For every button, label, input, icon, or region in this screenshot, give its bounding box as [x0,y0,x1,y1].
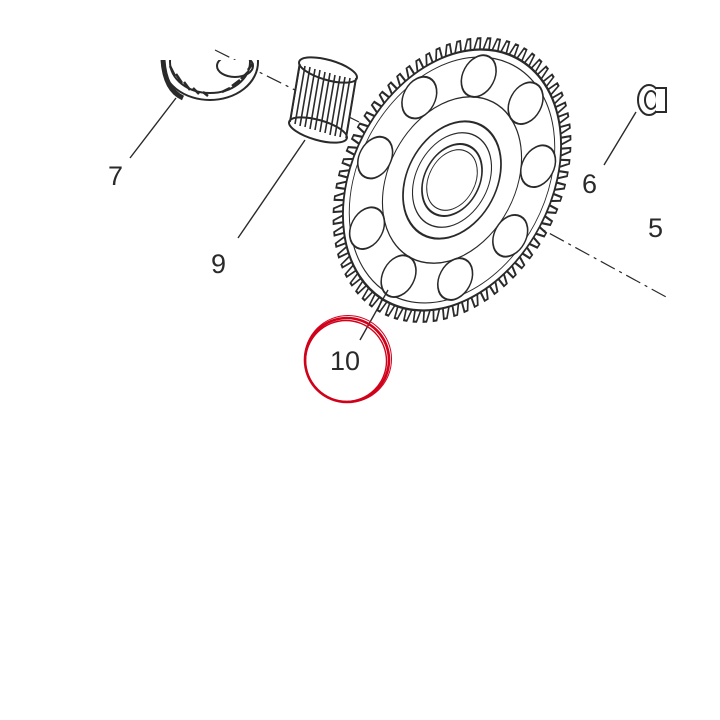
callout-label-6[interactable]: 6 [582,169,598,199]
gear-hole [492,214,529,258]
gear-hole [348,206,386,250]
leader-lines [129,97,637,341]
callout-label-10[interactable]: 10 [330,346,361,376]
bolt-icon [637,84,667,116]
leader-line-10 [359,289,389,341]
gear-hole [460,54,497,98]
callout-label-5[interactable]: 5 [648,213,664,243]
needle-bearing-icon [288,56,358,144]
gear-hole [357,135,394,180]
leader-line-9 [237,139,306,239]
callout-label-7[interactable]: 7 [108,161,124,191]
callout-label-9[interactable]: 9 [211,249,227,279]
gear-hole [519,144,557,188]
bearing-cage-icon [160,60,259,101]
gear-icon [332,37,572,323]
leader-line-7 [129,97,177,159]
gear-hole [401,75,438,120]
leader-line-6 [603,111,637,166]
highlight-circle [303,315,392,404]
gear-hole [507,81,544,125]
gear-hole [436,257,474,301]
gear-lightening-holes [348,54,557,301]
gear-hole [380,254,417,298]
